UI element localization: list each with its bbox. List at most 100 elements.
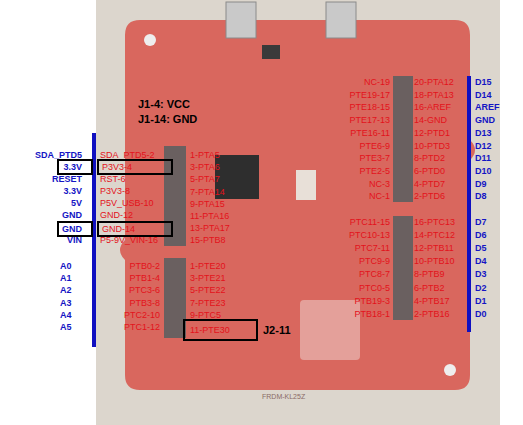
arduino-pin-name: D13 (475, 128, 492, 138)
arduino-pin-name: D14 (475, 90, 492, 100)
header-pin-name: 18-PTA13 (414, 90, 454, 100)
header-pin-name: 12-PTB11 (414, 243, 454, 253)
touch-slider (300, 300, 360, 360)
header-pin-name: GND-12 (100, 210, 133, 220)
pin-name: GND-14 (102, 224, 135, 234)
header-pin-name: 14-GND (414, 115, 447, 125)
header-pin-name: PTC11-15 (350, 217, 390, 227)
header-pin-name: 1-PTA5 (190, 150, 220, 160)
header-pin-name: 5-PTE22 (190, 285, 226, 295)
arduino-pin-name: D6 (475, 230, 487, 240)
header-pin-name: PTC10-13 (349, 230, 390, 240)
header-pin-name: 10-PTD3 (414, 141, 450, 151)
header-pin-name: PTB19-3 (354, 296, 390, 306)
arduino-pin-name: A5 (60, 322, 72, 332)
pin-name: 3.3V (63, 162, 82, 172)
header-pin-name: 6-PTD0 (414, 166, 445, 176)
pin-header (164, 146, 186, 246)
header-pin-name: PTC3-6 (129, 285, 160, 295)
header-pin-name: 3-PTE21 (190, 273, 226, 283)
highlight-box: GND-14 (97, 221, 173, 237)
arduino-pin-name: AREF (475, 102, 500, 112)
header-pin-name: PTB1-4 (129, 273, 160, 283)
highlight-box: GND (57, 221, 93, 237)
header-pin-name: 7-PTA14 (190, 187, 225, 197)
header-pin-name: PTB0-2 (129, 261, 160, 271)
header-pin-name: P3V3-8 (100, 186, 130, 196)
header-pin-name: PTE19-17 (349, 90, 390, 100)
header-pin-name: 7-PTE23 (190, 298, 226, 308)
pin-header (393, 76, 413, 202)
mount-hole (144, 34, 156, 46)
pin-name: 11-PTE30 (190, 325, 230, 335)
header-pin-name: 6-PTB2 (414, 283, 445, 293)
header-pin-name: 20-PTA12 (414, 77, 454, 87)
header-pin-name: 11-PTA16 (190, 211, 229, 221)
header-pin-name: PTC8-7 (359, 269, 390, 279)
arduino-pin-name: A1 (60, 273, 72, 283)
header-pin-name: PTE2-5 (359, 166, 390, 176)
arduino-pin-name: D1 (475, 296, 487, 306)
header-pin-name: 3-PTA6 (190, 162, 220, 172)
chip-symbol (262, 45, 280, 59)
header-pin-name: PTC9-9 (359, 256, 390, 266)
header-pin-name: PTE18-15 (349, 102, 390, 112)
header-pin-name: 9-PTA15 (190, 199, 225, 209)
header-pin-name: PTC0-5 (359, 283, 390, 293)
header-pin-name: PTC7-11 (355, 243, 390, 253)
header-pin-name: 4-PTD7 (414, 179, 445, 189)
header-pin-name: 8-PTB9 (414, 269, 445, 279)
header-pin-name: 12-PTD1 (414, 128, 450, 138)
board-outline (120, 20, 475, 390)
arduino-pin-name: A4 (60, 310, 72, 320)
arduino-pin-name: D12 (475, 141, 492, 151)
arduino-pin-name: 5V (71, 198, 82, 208)
arduino-pin-name: D10 (475, 166, 492, 176)
header-pin-name: 4-PTB17 (414, 296, 450, 306)
header-pin-name: PTE16-11 (350, 128, 390, 138)
header-pin-name: 1-PTE20 (190, 261, 226, 271)
header-pin-name: PTB3-8 (129, 298, 160, 308)
header-pin-name: 8-PTD2 (414, 153, 445, 163)
arduino-pin-name: D11 (475, 153, 491, 163)
pin-name: P3V3-4 (102, 162, 132, 172)
header-pin-name: 2-PTB16 (414, 309, 450, 319)
pin-header (393, 216, 413, 320)
callout-label: J2-11 (263, 324, 291, 336)
header-pin-name: PTE6-9 (359, 141, 390, 151)
header-pin-name: NC-19 (364, 77, 390, 87)
arduino-pin-name: D15 (475, 77, 492, 87)
usb-connector (326, 2, 356, 38)
highlight-box: 3.3V (57, 159, 93, 175)
header-pin-name: 10-PTB10 (414, 256, 455, 266)
arduino-pin-name: D9 (475, 179, 487, 189)
header-pin-name: 16-PTC13 (414, 217, 455, 227)
arduino-pin-name: D2 (475, 283, 487, 293)
arduino-pin-name: RESET (52, 174, 82, 184)
header-pin-name: NC-3 (369, 179, 390, 189)
arduino-pin-name: A2 (60, 285, 72, 295)
pin-name: GND (62, 224, 82, 234)
header-pin-name: PTC2-10 (124, 310, 160, 320)
header-pin-name: PTC1-12 (124, 322, 160, 332)
board-heading: J1-14: GND (138, 113, 197, 125)
header-pin-name: 2-PTD6 (414, 191, 445, 201)
arduino-pin-name: GND (475, 115, 495, 125)
header-pin-name: 13-PTA17 (190, 223, 230, 233)
header-pin-name: 16-AREF (414, 102, 451, 112)
header-pin-name: P5V_USB-10 (100, 198, 154, 208)
arduino-pin-name: D8 (475, 191, 487, 201)
header-pin-name: PTB18-1 (354, 309, 390, 319)
header-pin-name: 5-PTA7 (190, 174, 220, 184)
arduino-pin-name: A0 (60, 261, 72, 271)
header-pin-name: 14-PTC12 (414, 230, 455, 240)
arduino-pin-name: D3 (475, 269, 487, 279)
arduino-pin-name: A3 (60, 298, 72, 308)
component (296, 170, 316, 200)
arduino-pin-name: D0 (475, 309, 487, 319)
arduino-pin-name: D7 (475, 217, 487, 227)
mount-hole (444, 364, 456, 376)
board-marking: FRDM-KL25Z (262, 393, 305, 401)
usb-connector (226, 2, 256, 38)
